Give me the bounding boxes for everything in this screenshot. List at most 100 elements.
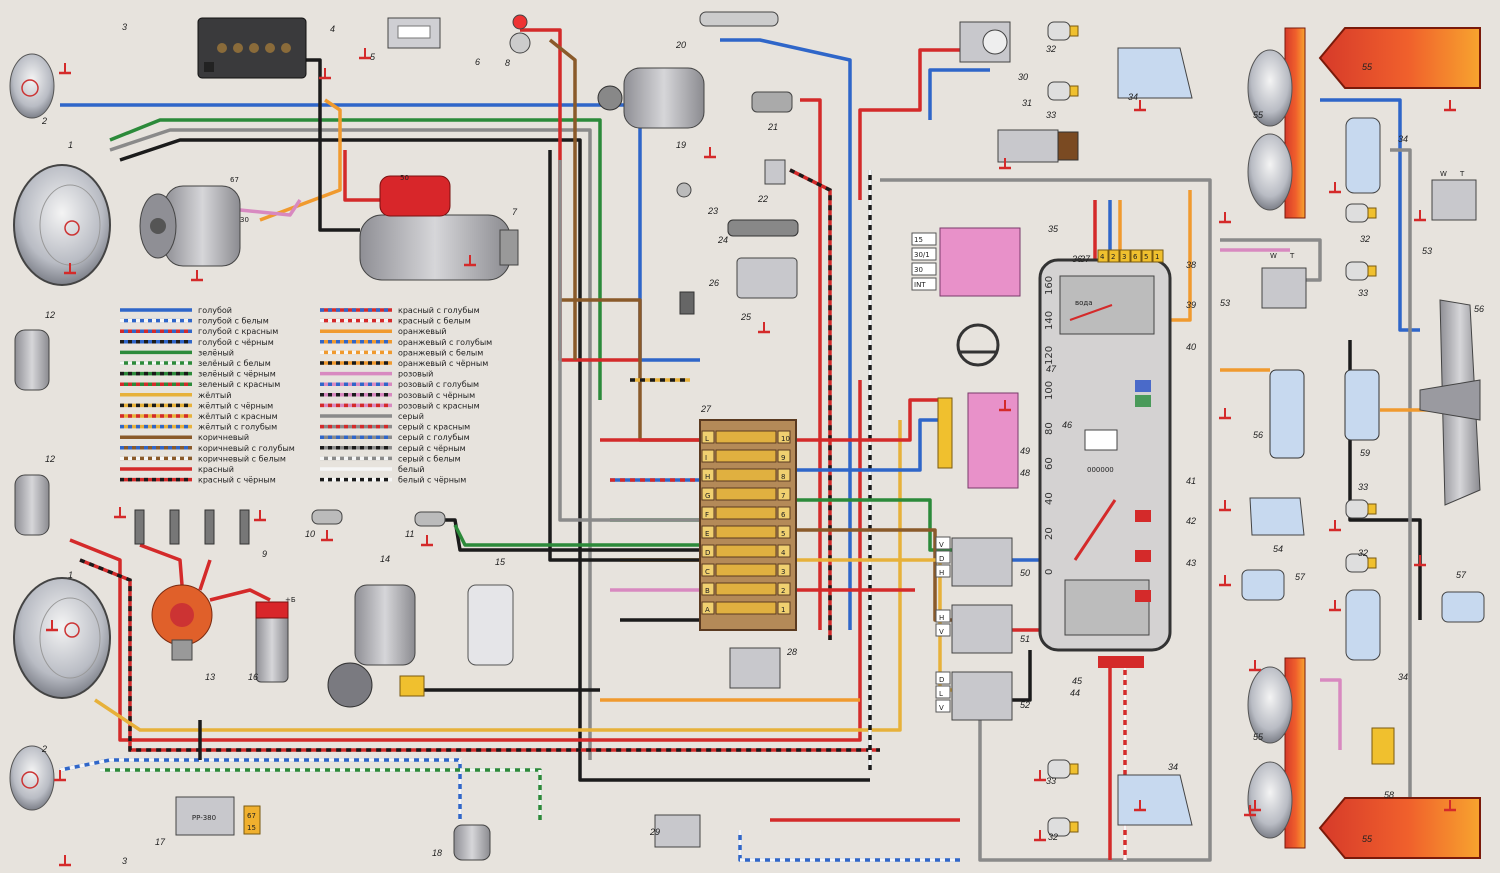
headlamp-lower	[13, 577, 111, 699]
callout-number: 31	[1022, 98, 1032, 108]
legend-entry: белый с чёрным	[320, 476, 466, 485]
callout-number: 32	[1048, 832, 1058, 842]
callout-number: 33	[1046, 776, 1056, 786]
wire	[109, 118, 602, 400]
callout-number: 26	[708, 278, 719, 288]
ground-icon	[1219, 212, 1231, 224]
tail-light-upper	[1318, 27, 1481, 89]
switch-52	[951, 671, 1013, 721]
wire	[548, 150, 700, 562]
ignition-pin-label: INT	[914, 281, 926, 289]
fuse-number: 5	[781, 530, 785, 538]
callout-number: 8	[505, 58, 510, 68]
relay-17-pin: 15	[247, 824, 256, 832]
callout-number: 27	[700, 404, 712, 414]
legend-label: коричневый с голубым	[198, 444, 295, 453]
wire	[198, 559, 212, 591]
callout-number: 30	[1018, 72, 1028, 82]
wire	[119, 138, 870, 782]
switch-pin-label: H	[939, 614, 944, 622]
legend-entry: оранжевый	[320, 327, 446, 336]
ground-icon	[999, 158, 1011, 170]
wire	[1170, 190, 1192, 322]
water-label: вода	[1075, 299, 1093, 307]
lamp-34-d	[1117, 774, 1193, 826]
fuse-letter: B	[705, 587, 710, 595]
legend-label: красный	[198, 465, 234, 474]
callout-number: 15	[495, 557, 506, 567]
sensor-10	[311, 509, 343, 525]
legend-entry: коричневый с голубым	[120, 444, 295, 453]
legend-entry: красный	[120, 465, 234, 474]
callout-number: 34	[1398, 672, 1408, 682]
ground-icon	[191, 270, 203, 282]
ground-icon	[464, 255, 476, 267]
callout-number: 41	[1186, 476, 1196, 486]
callout-number: 2	[41, 116, 47, 126]
lamp-54	[1249, 497, 1305, 536]
legend-entry: красный с чёрным	[120, 476, 276, 485]
legend-label: красный с голубым	[398, 306, 480, 315]
callout-number: 5	[370, 52, 376, 62]
side-lamp-front-left	[9, 53, 55, 119]
callout-number: 14	[380, 554, 390, 564]
fuse-letter: I	[705, 454, 707, 462]
callout-number: 34	[1128, 92, 1138, 102]
relay-53-b	[1431, 179, 1477, 221]
speed-tick: 0	[1044, 569, 1055, 575]
legend-entry: зеленый с красным	[120, 380, 280, 389]
wire	[343, 150, 385, 202]
callout-number: 57	[1295, 572, 1306, 582]
bulb	[1047, 759, 1079, 779]
relay-17: PP-380	[175, 796, 261, 836]
horn-upper	[14, 329, 50, 391]
legend-label: серый с красным	[398, 423, 470, 432]
bulb	[1345, 203, 1377, 223]
lamp-55-c	[1247, 666, 1293, 744]
callout-number: 23	[707, 206, 718, 216]
wire	[720, 38, 852, 630]
cluster-pin-label: 5	[1144, 253, 1148, 261]
wire	[445, 518, 700, 552]
legend-entry: серый	[320, 412, 424, 421]
alternator-pin: 30	[240, 216, 249, 224]
lamp-34-a	[1117, 47, 1193, 99]
heater-switch-30	[959, 21, 1011, 63]
alternator-pin: 67	[230, 176, 239, 184]
lamp-57-b	[1441, 591, 1485, 623]
cluster-pin-label: 3	[1122, 253, 1126, 261]
callout-number: 13	[205, 672, 215, 682]
lamp-55-b	[1247, 133, 1293, 211]
relay-28	[729, 647, 781, 689]
ground-icon	[46, 620, 58, 632]
legend-entry: жёлтый с голубым	[120, 423, 277, 432]
callout-number: 59	[1360, 448, 1370, 458]
legend-label: жёлтый с чёрным	[198, 401, 273, 410]
legend-label: розовый с красным	[398, 401, 480, 410]
callout-number: 56	[1253, 430, 1263, 440]
legend-label: голубой с чёрным	[198, 338, 274, 347]
switch-pin-label: D	[939, 676, 944, 684]
ground-icon	[1329, 182, 1341, 194]
wire	[789, 168, 832, 640]
component-25	[736, 257, 798, 299]
relay-pin-t: T	[1459, 170, 1465, 178]
legend-label: зелёный с чёрным	[198, 370, 276, 379]
odometer: 000000	[1087, 466, 1114, 474]
legend-entry: белый	[320, 465, 424, 474]
callout-number: 50	[1020, 568, 1030, 578]
speed-tick: 20	[1044, 527, 1055, 540]
fuse-number: 10	[781, 435, 790, 443]
component-24	[727, 219, 799, 237]
hall-sensor-18	[453, 824, 491, 861]
ignition-pin-label: 15	[914, 236, 923, 244]
wire	[239, 199, 302, 217]
legend-entry: розовый с красным	[320, 401, 480, 410]
fuse-number: 4	[781, 549, 786, 557]
